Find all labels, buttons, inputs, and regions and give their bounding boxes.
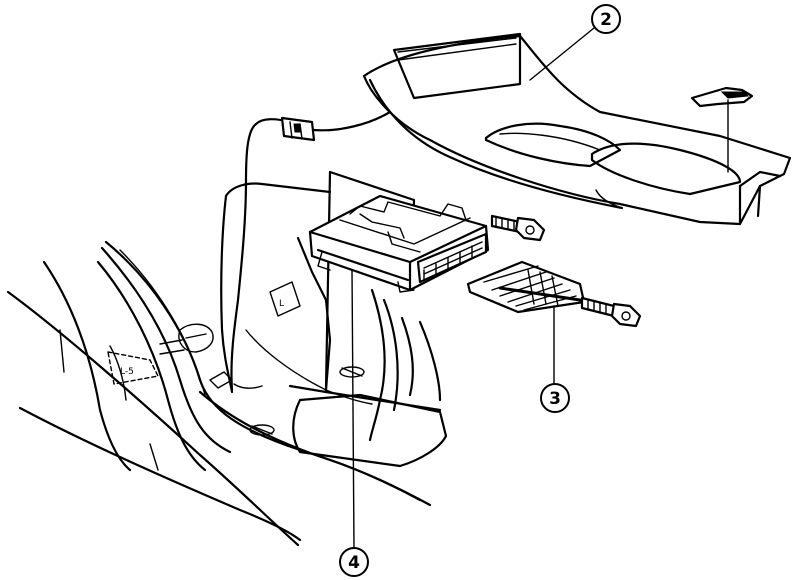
callout-2: 2 [591, 4, 621, 34]
callout-3: 3 [540, 383, 570, 413]
bracket-bolt [580, 296, 642, 328]
callout-4: 4 [339, 547, 369, 577]
pcm-bracket [466, 260, 586, 314]
door-sill-edge [104, 240, 432, 507]
bracket-mark: L [279, 299, 284, 309]
floor-mark: L-5 [120, 367, 134, 377]
center-console [362, 32, 792, 226]
console-clip [690, 86, 754, 173]
pcm-bolt [490, 214, 546, 242]
vehicle-body-outline [6, 246, 302, 547]
pcm-module [308, 194, 490, 293]
svg-text:2: 2 [600, 10, 612, 30]
svg-text:4: 4 [348, 553, 360, 573]
leader-lines [351, 27, 595, 549]
floor-clip-assembly: L-5 [107, 323, 214, 385]
floor-fasteners: L [209, 281, 365, 436]
svg-text:3: 3 [549, 389, 561, 409]
floor-tunnel [245, 236, 448, 468]
harness-connector [280, 116, 316, 142]
